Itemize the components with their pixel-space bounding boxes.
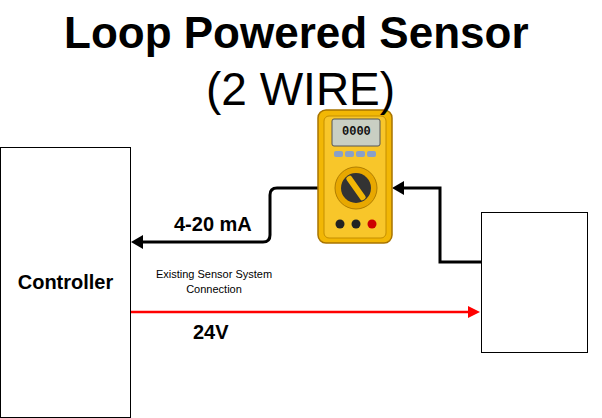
sensor-box [482,213,588,353]
voltage-label: 24V [193,321,229,344]
arrow-head [131,235,143,249]
node-label: Controller [18,271,114,294]
controller-box: Controller [0,147,131,418]
subtitle: (2 WIRE) [206,64,395,115]
signal-wire [402,188,481,262]
signal-wire [141,188,330,242]
arrow-head [392,181,404,195]
power-wire [131,311,470,314]
arrow-head [468,306,480,318]
meter-reading: 0000 [342,125,371,139]
diagram-title: Loop Powered Sensor [64,9,529,57]
multimeter-icon [318,110,392,243]
note-text: Existing Sensor System Connection [139,267,289,297]
signal-label: 4-20 mA [174,213,252,236]
